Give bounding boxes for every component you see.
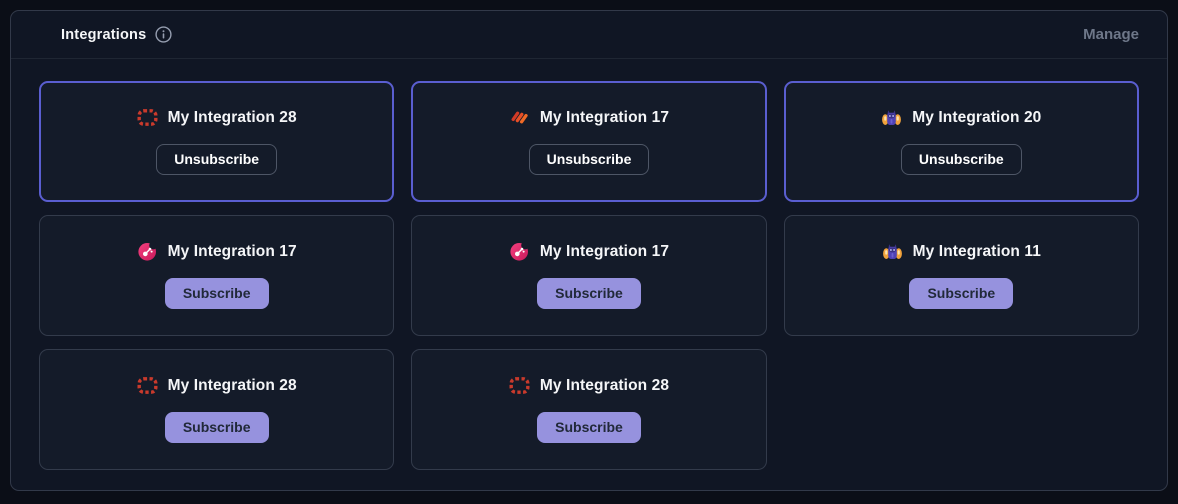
- card-title-row: My Integration 20: [881, 107, 1041, 128]
- integration-card: My Integration 28 Unsubscribe: [39, 81, 395, 202]
- red-dashed-grid-icon: [137, 107, 158, 128]
- subscribe-button[interactable]: Subscribe: [537, 412, 641, 444]
- subscribe-button[interactable]: Subscribe: [164, 278, 269, 310]
- unsubscribe-button[interactable]: Unsubscribe: [528, 144, 650, 176]
- subscribe-button[interactable]: Subscribe: [909, 278, 1014, 310]
- manage-link[interactable]: Manage: [1083, 26, 1139, 43]
- integration-title: My Integration 28: [167, 376, 297, 394]
- mascot-icon: [882, 241, 903, 262]
- panel-header: Integrations Manage: [11, 11, 1167, 59]
- integration-card: My Integration 17 Unsubscribe: [411, 81, 767, 202]
- integration-card: My Integration 17 Subscribe: [39, 215, 395, 336]
- card-title-row: My Integration 17: [509, 241, 669, 262]
- subscribe-button[interactable]: Subscribe: [164, 412, 269, 444]
- unsubscribe-button[interactable]: Unsubscribe: [156, 144, 278, 176]
- integration-title: My Integration 17: [167, 242, 297, 260]
- unsubscribe-button[interactable]: Unsubscribe: [900, 144, 1022, 176]
- integration-title: My Integration 17: [539, 108, 670, 126]
- orange-slashes-icon: [509, 107, 530, 128]
- pink-molecule-icon: [137, 241, 158, 262]
- card-title-row: My Integration 28: [137, 107, 297, 128]
- integration-card: My Integration 20 Unsubscribe: [783, 81, 1139, 202]
- mascot-icon: [881, 107, 902, 128]
- subscribe-button[interactable]: Subscribe: [537, 278, 641, 310]
- integrations-panel: Integrations Manage My Integration 28 Un…: [10, 10, 1168, 491]
- integration-title: My Integration 11: [912, 242, 1041, 260]
- card-title-row: My Integration 28: [509, 375, 669, 396]
- card-title-row: My Integration 17: [509, 107, 669, 128]
- integration-title: My Integration 17: [539, 242, 670, 260]
- panel-title: Integrations: [61, 26, 147, 43]
- card-title-row: My Integration 17: [137, 241, 297, 262]
- card-title-row: My Integration 28: [137, 375, 297, 396]
- integration-title: My Integration 28: [167, 108, 297, 126]
- integration-title: My Integration 28: [539, 376, 670, 394]
- pink-molecule-icon: [509, 241, 530, 262]
- integration-card: My Integration 17 Subscribe: [411, 215, 767, 336]
- integration-card: My Integration 28 Subscribe: [411, 349, 767, 470]
- red-dashed-grid-icon: [509, 375, 530, 396]
- integration-card: My Integration 11 Subscribe: [783, 215, 1139, 336]
- integration-card: My Integration 28 Subscribe: [39, 349, 395, 470]
- card-title-row: My Integration 11: [882, 241, 1041, 262]
- info-icon[interactable]: [155, 26, 172, 43]
- integration-title: My Integration 20: [912, 108, 1042, 126]
- red-dashed-grid-icon: [137, 375, 158, 396]
- integrations-grid: My Integration 28 Unsubscribe My Integra…: [11, 59, 1167, 492]
